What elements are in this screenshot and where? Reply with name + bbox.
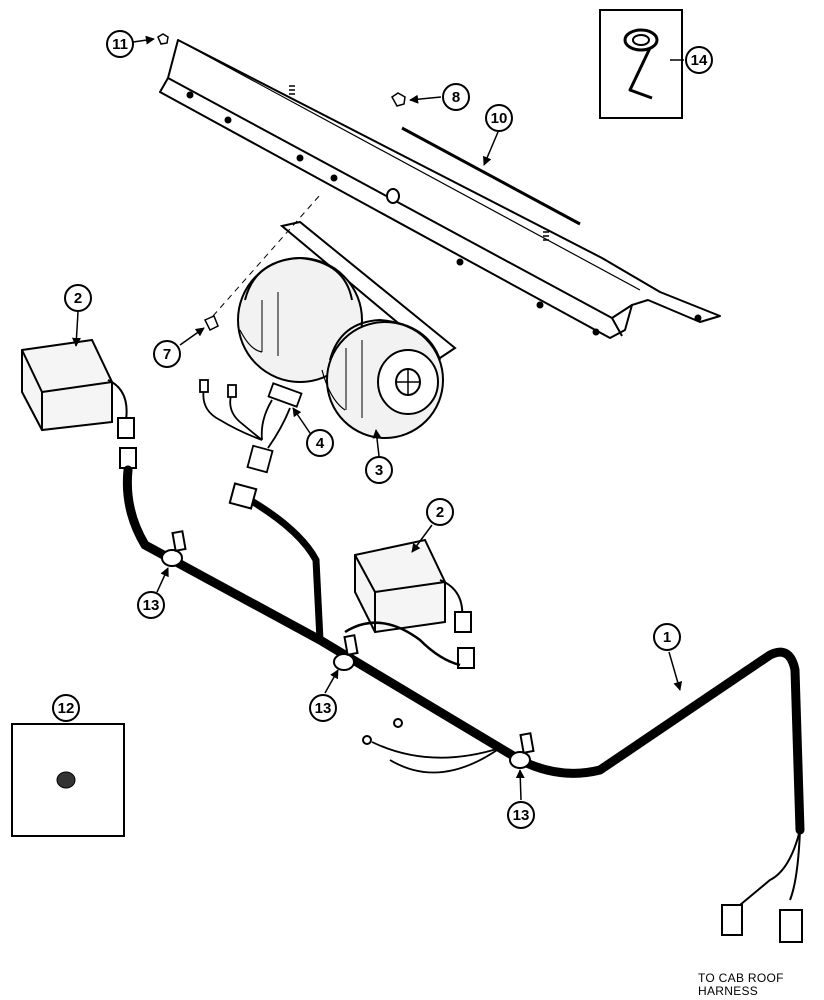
callout-1-label: 1 (663, 629, 671, 646)
grommet-panel (11, 723, 125, 837)
harness-destination-caption: TO CAB ROOF HARNESS (698, 972, 784, 998)
callout-2-lower: 2 (426, 498, 454, 526)
callout-10-label: 10 (491, 110, 508, 127)
callout-2-lower-label: 2 (436, 504, 444, 521)
callout-3: 3 (365, 456, 393, 484)
callout-8: 8 (442, 83, 470, 111)
caption-line-2: HARNESS (698, 984, 759, 998)
callout-12: 12 (52, 694, 80, 722)
caption-line-1: TO CAB ROOF (698, 971, 784, 985)
callout-13-middle: 13 (309, 694, 337, 722)
resistor-harness (199, 379, 303, 474)
callout-13-right-label: 13 (513, 807, 530, 824)
harness-clips (161, 530, 535, 769)
callout-10: 10 (485, 104, 513, 132)
callout-3-label: 3 (375, 462, 383, 479)
callout-8-label: 8 (452, 89, 460, 106)
module-box-upper (21, 338, 137, 469)
module-box-lower (354, 538, 475, 669)
main-harness (122, 465, 805, 906)
callout-4-label: 4 (316, 435, 325, 452)
callout-14-label: 14 (691, 52, 708, 69)
callout-4: 4 (306, 429, 334, 457)
spring-clip-panel (599, 9, 683, 119)
callout-13-middle-label: 13 (315, 700, 332, 717)
callout-14: 14 (685, 46, 713, 74)
callout-13-right: 13 (507, 801, 535, 829)
callout-13-left: 13 (137, 591, 165, 619)
nut-part-11 (157, 33, 169, 45)
callout-7-label: 7 (163, 346, 171, 363)
callout-13-left-label: 13 (143, 597, 160, 614)
screw-part-7 (203, 314, 219, 332)
callout-2-upper: 2 (64, 284, 92, 312)
leader-lines (65, 35, 684, 801)
callout-11-label: 11 (112, 36, 128, 53)
callout-11: 11 (106, 30, 134, 58)
blower-assembly (237, 220, 457, 439)
nut-part-8 (391, 92, 406, 107)
mounting-bracket (159, 39, 721, 339)
harness-end-connectors (228, 482, 803, 943)
callout-7: 7 (153, 340, 181, 368)
callout-12-label: 12 (58, 700, 75, 717)
callout-2-upper-label: 2 (74, 290, 82, 307)
callout-1: 1 (653, 623, 681, 651)
